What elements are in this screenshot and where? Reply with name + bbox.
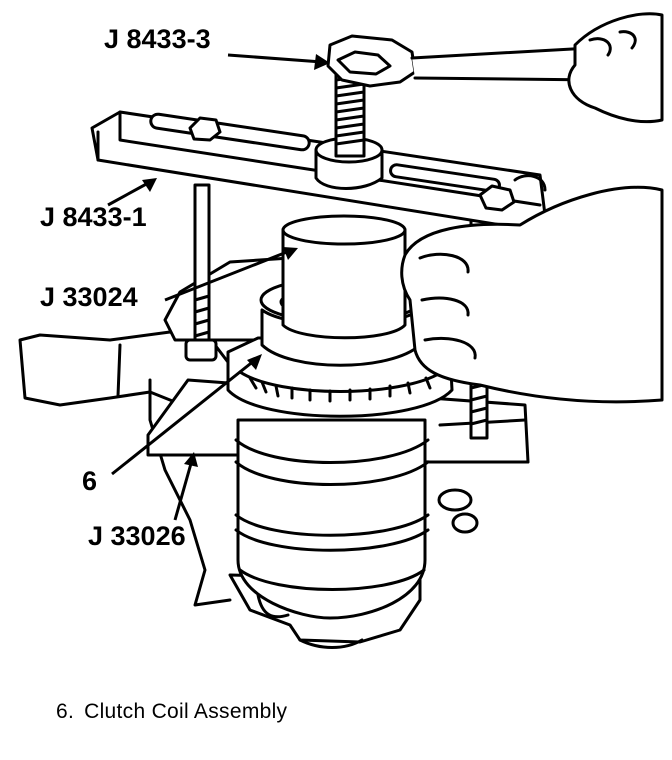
figure-caption: 6. Clutch Coil Assembly [56, 700, 287, 724]
leader-lines [107, 53, 323, 521]
right-hand-top [567, 12, 664, 124]
wrench [326, 34, 602, 88]
label-j33024: J 33024 [40, 282, 138, 312]
caption-number: 6. [56, 700, 75, 723]
label-j33026: J 33026 [88, 521, 186, 551]
right-hand-lower [400, 174, 664, 404]
leader-arrowheads [142, 54, 330, 467]
label-six: 6 [82, 466, 97, 496]
pilot-j33024 [281, 214, 407, 340]
label-j8433-3: J 8433-3 [104, 24, 211, 54]
caption-text: Clutch Coil Assembly [84, 700, 288, 723]
label-j8433-1: J 8433-1 [40, 202, 147, 232]
forcing-screw-j8433-3 [314, 68, 384, 190]
